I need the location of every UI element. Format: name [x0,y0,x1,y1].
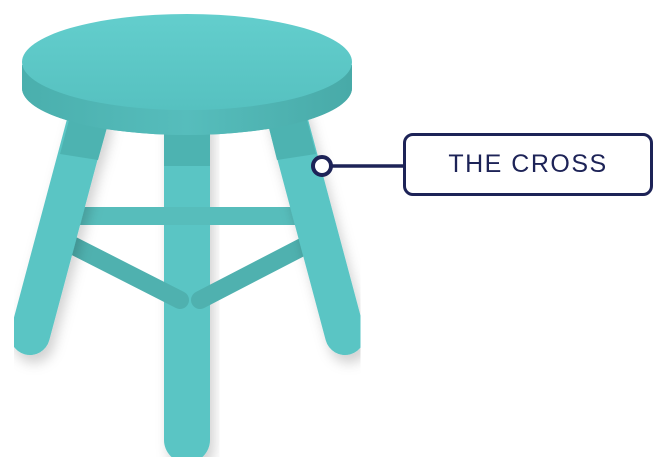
stool-leg-left [10,98,108,355]
stool-seat [22,14,352,135]
stool-leg-right [267,98,365,355]
callout-label-the-cross: THE CROSS [403,133,653,196]
stool-cross-rungs [53,207,321,309]
callout-connector [311,155,403,177]
stool-leg-center [164,102,210,457]
